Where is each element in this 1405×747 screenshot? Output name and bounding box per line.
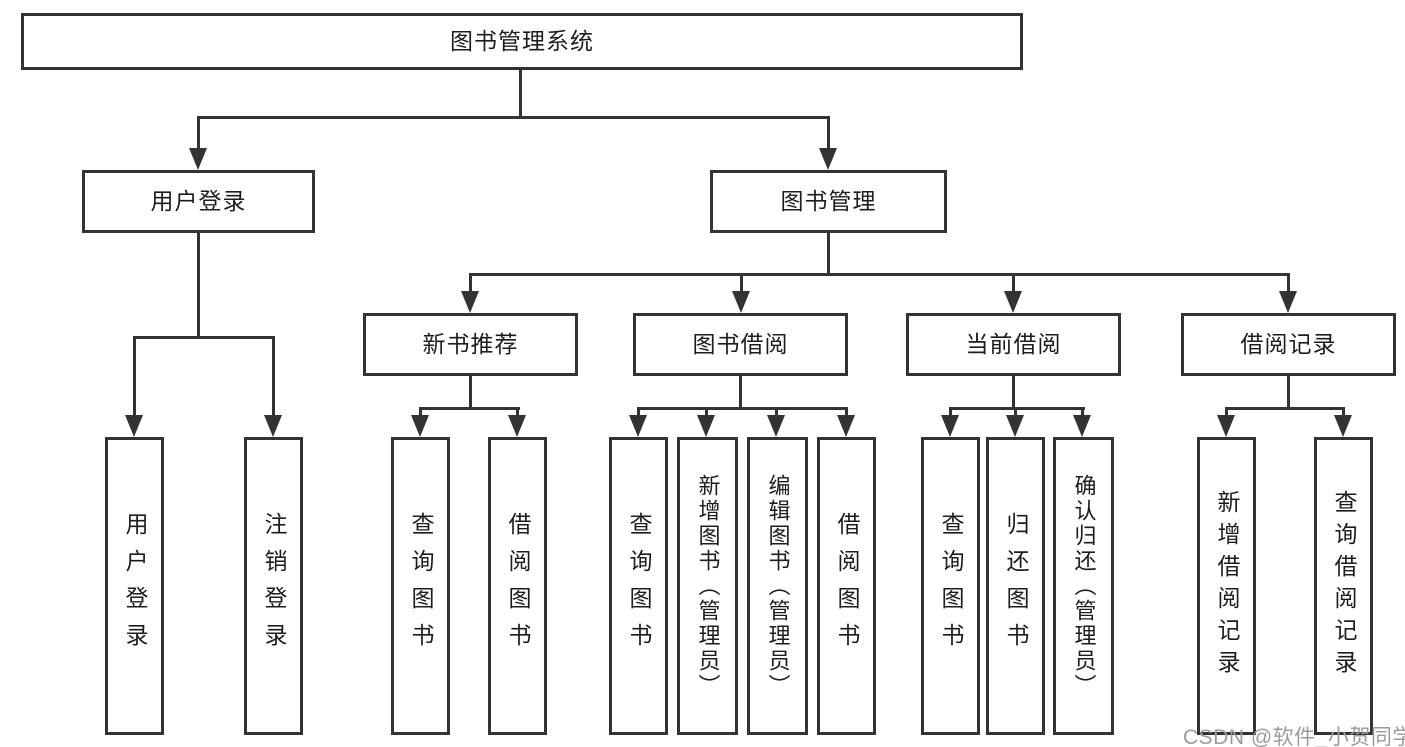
leaf-recommend-query-books: 查询图书 (391, 437, 450, 735)
arrow-down-icon (264, 415, 282, 437)
arrow-down-icon (508, 415, 526, 437)
leaf-current-query-books: 查询图书 (921, 437, 980, 735)
connector-line (419, 407, 520, 410)
node-user-login: 用户登录 (82, 170, 315, 233)
connector-line (740, 273, 743, 295)
leaf-query-borrow-record: 查询借阅记录 (1314, 437, 1373, 735)
connector-line (827, 116, 830, 154)
connector-line (739, 376, 742, 410)
arrow-down-icon (461, 291, 479, 313)
connector-line (469, 273, 1290, 276)
node-root: 图书管理系统 (21, 13, 1023, 70)
arrow-down-icon (819, 148, 837, 170)
arrow-down-icon (767, 415, 785, 437)
connector-line (197, 116, 830, 119)
arrow-down-icon (189, 148, 207, 170)
connector-line (1012, 376, 1015, 410)
arrow-down-icon (732, 291, 750, 313)
connector-line (197, 116, 200, 154)
connector-line (133, 336, 136, 419)
leaf-recommend-borrow-books: 借阅图书 (488, 437, 547, 735)
arrow-down-icon (1279, 291, 1297, 313)
connector-line (949, 407, 952, 419)
arrow-down-icon (1073, 415, 1091, 437)
connector-line (516, 407, 519, 419)
leaf-return-books: 归还图书 (986, 437, 1045, 735)
connector-line (775, 407, 778, 419)
arrow-down-icon (1006, 415, 1024, 437)
arrow-down-icon (1334, 415, 1352, 437)
node-current-borrow: 当前借阅 (906, 313, 1121, 376)
arrow-down-icon (411, 415, 429, 437)
arrow-down-icon (1004, 291, 1022, 313)
leaf-edit-books-admin: 编辑图书（管理员） (747, 437, 808, 735)
connector-line (469, 273, 472, 295)
connector-line (419, 407, 422, 419)
arrow-down-icon (837, 415, 855, 437)
arrow-down-icon (125, 415, 143, 437)
connector-line (705, 407, 708, 419)
connector-line (133, 336, 275, 339)
leaf-user-login: 用户登录 (105, 437, 164, 735)
connector-line (1225, 407, 1345, 410)
node-book-borrow: 图书借阅 (633, 313, 848, 376)
connector-line (637, 407, 848, 410)
arrow-down-icon (941, 415, 959, 437)
connector-line (1014, 407, 1017, 419)
node-new-book-recommend: 新书推荐 (363, 313, 578, 376)
leaf-confirm-return-admin: 确认归还（管理员） (1053, 437, 1114, 735)
connector-line (1012, 273, 1015, 295)
connector-line (519, 70, 522, 119)
connector-line (845, 407, 848, 419)
arrow-down-icon (1217, 415, 1235, 437)
leaf-borrow-query-books: 查询图书 (609, 437, 668, 735)
connector-line (197, 233, 200, 339)
leaf-logout: 注销登录 (244, 437, 303, 735)
connector-line (1287, 376, 1290, 410)
csdn-watermark: CSDN @软件_小贺同学 (1183, 726, 1405, 747)
connector-line (949, 407, 1085, 410)
node-book-management: 图书管理 (710, 170, 947, 233)
connector-line (272, 336, 275, 419)
leaf-add-books-admin: 新增图书（管理员） (677, 437, 738, 735)
arrow-down-icon (697, 415, 715, 437)
leaf-add-borrow-record: 新增借阅记录 (1197, 437, 1256, 735)
connector-line (637, 407, 640, 419)
node-borrow-record: 借阅记录 (1181, 313, 1396, 376)
connector-line (1225, 407, 1228, 419)
connector-line (1287, 273, 1290, 295)
arrow-down-icon (629, 415, 647, 437)
connector-line (827, 233, 830, 276)
connector-line (1342, 407, 1345, 419)
leaf-borrow-books: 借阅图书 (817, 437, 876, 735)
connector-line (469, 376, 472, 410)
connector-line (1081, 407, 1084, 419)
